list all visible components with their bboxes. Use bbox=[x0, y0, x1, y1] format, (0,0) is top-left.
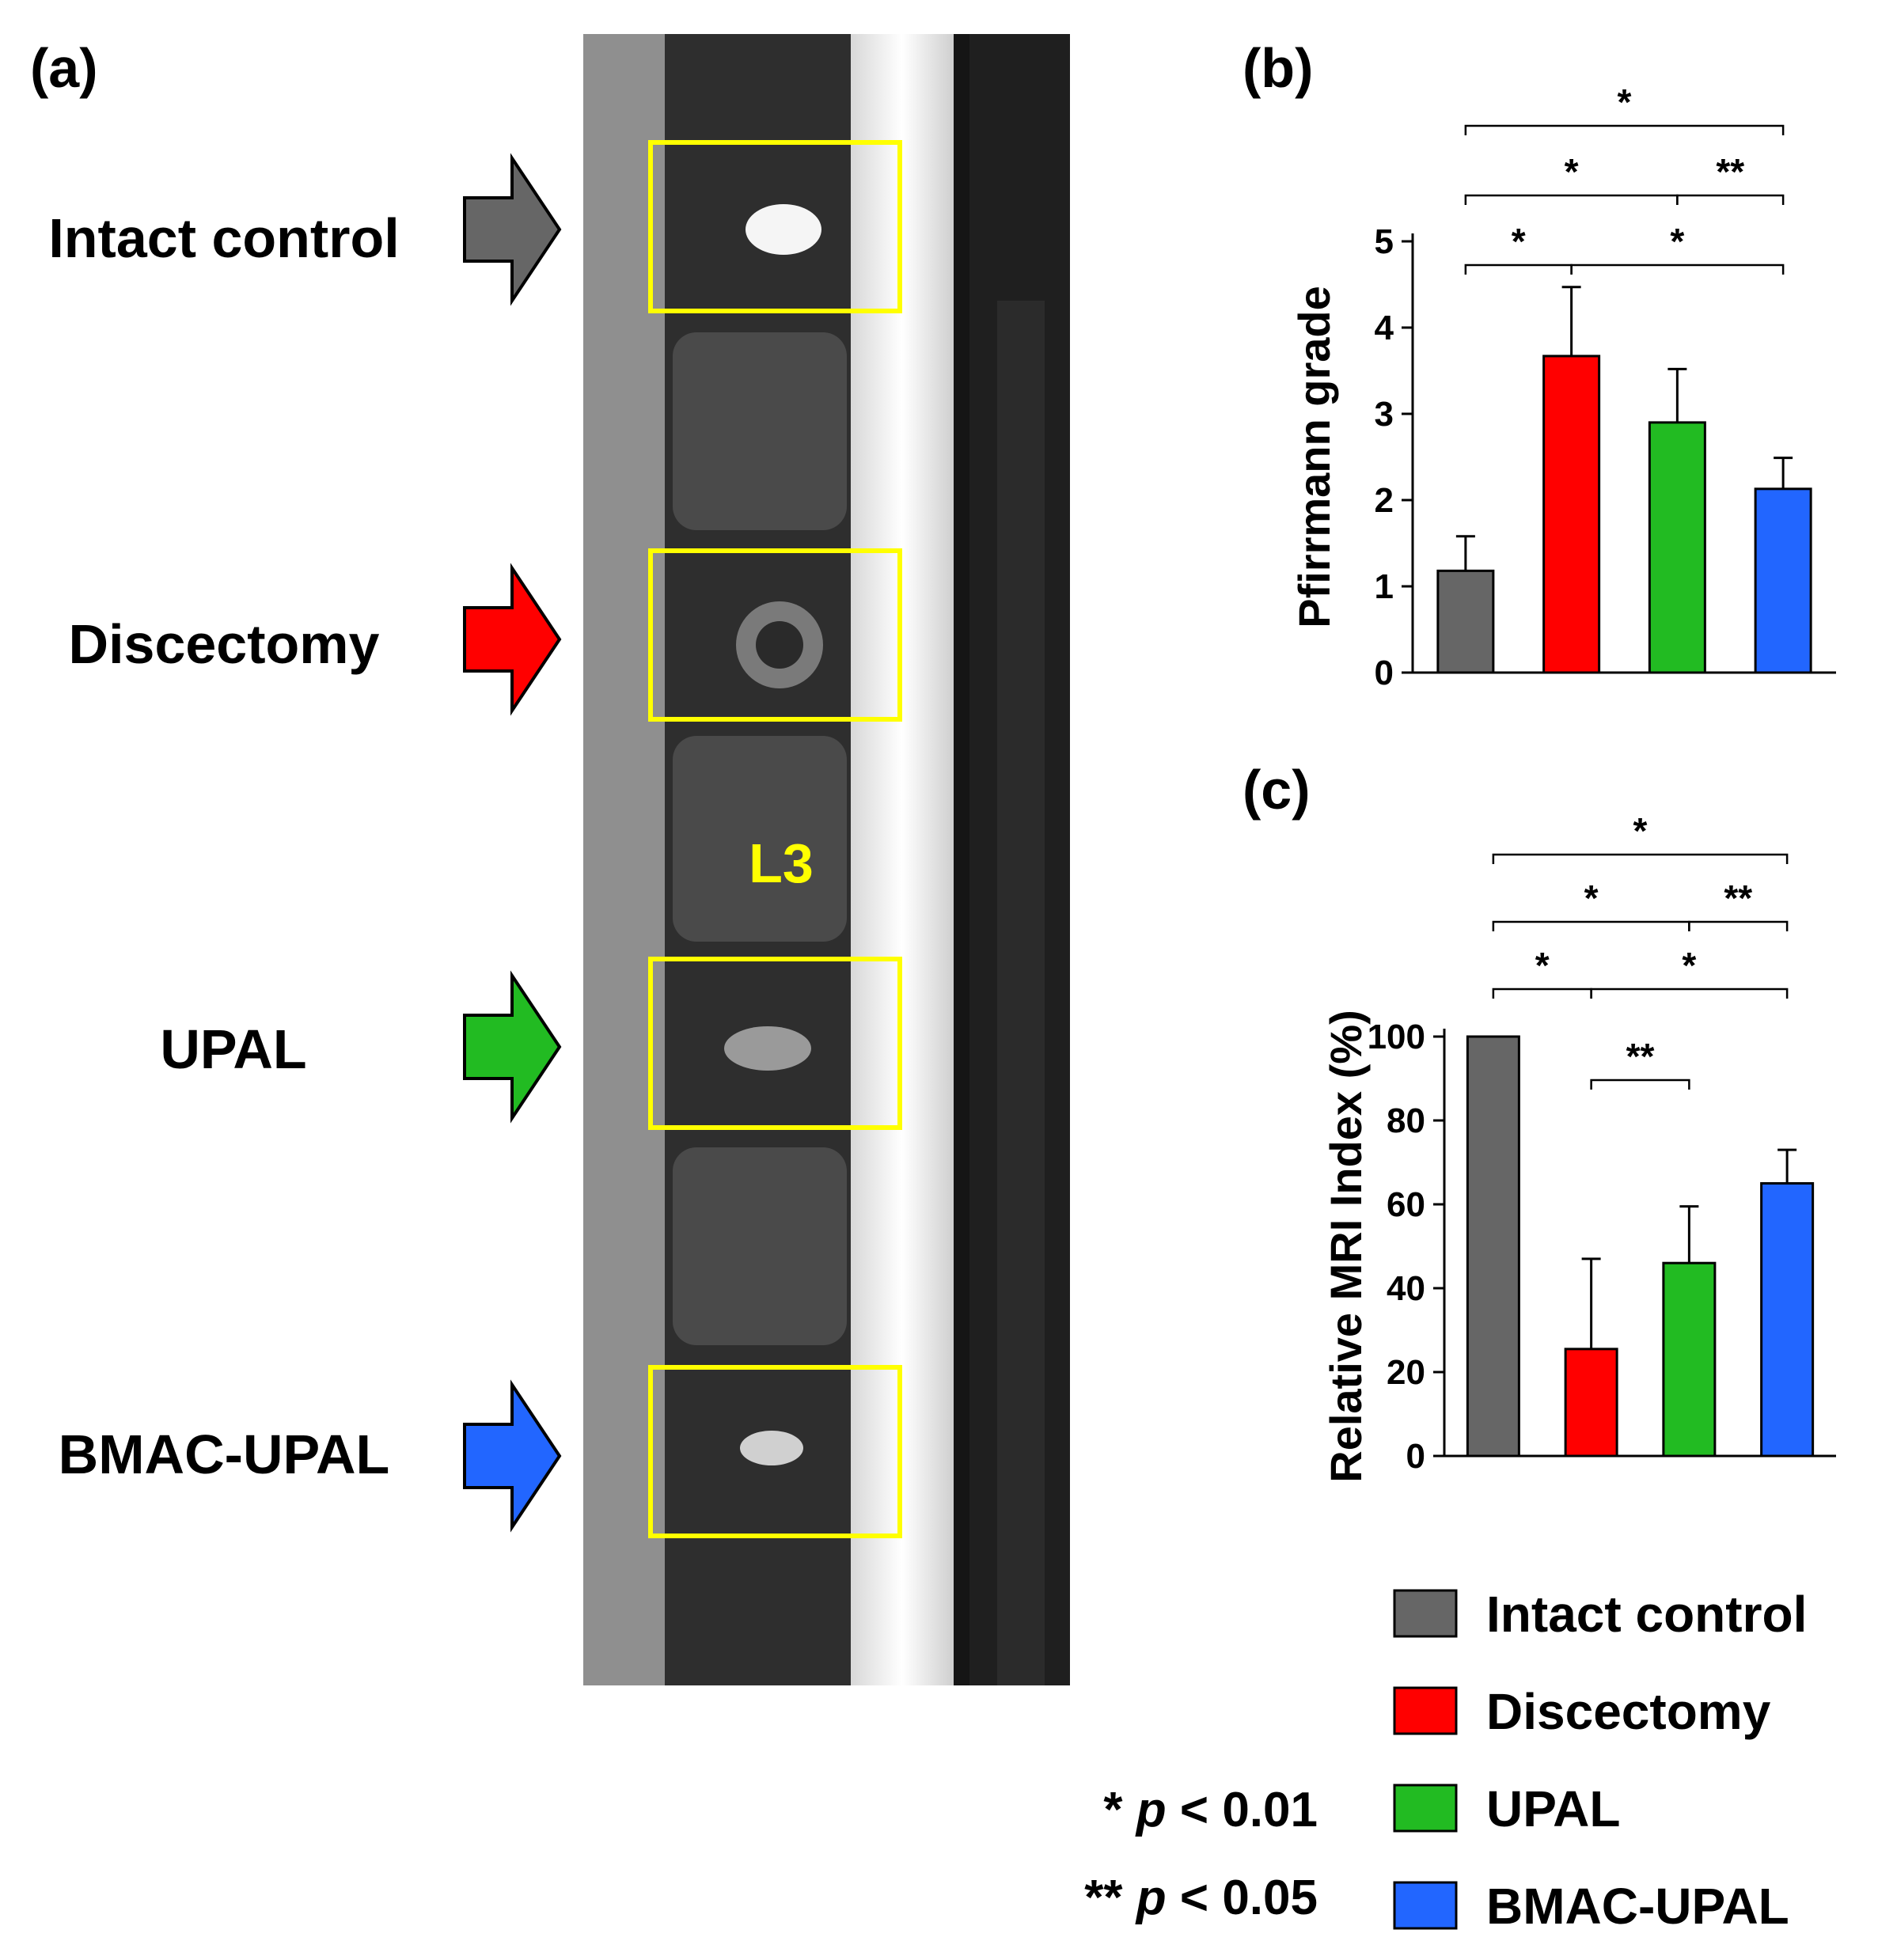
group-label-intact: Intact control bbox=[48, 207, 399, 269]
group-label-discectomy: Discectomy bbox=[69, 613, 380, 675]
chart-b-ytick-label: 2 bbox=[1375, 481, 1394, 520]
chart-c-sig-label-4: ** bbox=[1724, 878, 1752, 919]
pvalue-note-2-rest: < 0.05 bbox=[1180, 1871, 1318, 1925]
panel-b-label: (b) bbox=[1243, 37, 1313, 99]
chart-c-ytick-label: 0 bbox=[1406, 1437, 1425, 1476]
chart-c-y-axis-label: Relative MRI Index (%) bbox=[1321, 1010, 1371, 1482]
chart-c-ytick-label: 20 bbox=[1387, 1353, 1425, 1392]
chart-b-sig-label-3: ** bbox=[1716, 151, 1744, 192]
chart-c-bar-3 bbox=[1760, 1182, 1815, 1458]
vertebra-label-l3: L3 bbox=[749, 832, 814, 894]
chart-b-ytick-label: 0 bbox=[1375, 654, 1394, 692]
pvalue-note-2: ** p < 0.05 bbox=[1084, 1871, 1318, 1925]
chart-c-sig-label-0: ** bbox=[1626, 1036, 1655, 1077]
chart-b-ytick-label: 3 bbox=[1375, 395, 1394, 434]
pvalue-note-1-p: p bbox=[1135, 1783, 1167, 1837]
chart-c-ytick-label: 60 bbox=[1387, 1185, 1425, 1224]
chart-c-sig-bracket-5 bbox=[1492, 853, 1789, 864]
pvalue-notes: * p < 0.01 ** p < 0.05 bbox=[1084, 1783, 1318, 1925]
chart-b-bar-1 bbox=[1542, 354, 1601, 674]
chart-b-sig-bracket-0 bbox=[1464, 263, 1573, 275]
chart-b-y-axis-label: Pfirrmann grade bbox=[1289, 286, 1339, 628]
legend-swatch-0 bbox=[1393, 1589, 1458, 1638]
pvalue-note-1-stars: * bbox=[1103, 1783, 1123, 1837]
chart-c-sig-label-5: * bbox=[1633, 810, 1648, 851]
chart-c-sig-bracket-3 bbox=[1492, 920, 1690, 931]
pvalue-note-2-stars: ** bbox=[1084, 1871, 1123, 1925]
chart-c-ytick-label: 40 bbox=[1387, 1269, 1425, 1308]
chart-c-bar-2 bbox=[1662, 1261, 1717, 1458]
legend-label-3: BMAC-UPAL bbox=[1486, 1878, 1789, 1935]
group-arrows bbox=[463, 153, 562, 1533]
group-label-upal: UPAL bbox=[160, 1018, 306, 1080]
chart-b-sig-bracket-1 bbox=[1570, 263, 1785, 275]
panel-a-label: (a) bbox=[30, 37, 98, 99]
chart-c-bar-1 bbox=[1564, 1348, 1618, 1458]
arrow-bmac-upal bbox=[463, 1379, 562, 1533]
chart-c-bar-0 bbox=[1466, 1035, 1520, 1458]
chart-c-sig-label-3: * bbox=[1584, 878, 1599, 919]
chart-c-ytick-label: 80 bbox=[1387, 1101, 1425, 1140]
chart-b-ytick-label: 4 bbox=[1375, 309, 1394, 347]
legend-swatch-1 bbox=[1393, 1686, 1458, 1735]
mri-image: L3 bbox=[583, 34, 1070, 1685]
chart-c-sig-bracket-1 bbox=[1492, 988, 1592, 999]
legend-swatch-2 bbox=[1393, 1784, 1458, 1833]
arrow-upal bbox=[463, 970, 562, 1124]
legend-label-2: UPAL bbox=[1486, 1780, 1620, 1837]
legend-label-1: Discectomy bbox=[1486, 1683, 1771, 1740]
chart-c-ytick-label: 100 bbox=[1368, 1018, 1425, 1056]
chart-b-ytick-label: 5 bbox=[1375, 222, 1394, 261]
chart-b-sig-bracket-4 bbox=[1464, 124, 1785, 135]
disc-box-discectomy bbox=[648, 548, 902, 722]
disc-box-intact bbox=[648, 140, 902, 313]
legend-label-0: Intact control bbox=[1486, 1586, 1807, 1643]
chart-c-sig-label-1: * bbox=[1535, 945, 1550, 986]
chart-b-sig-bracket-2 bbox=[1464, 194, 1679, 205]
chart-c-sig-label-2: * bbox=[1682, 945, 1696, 986]
legend-swatch-3 bbox=[1393, 1881, 1458, 1930]
chart-b-sig-label-2: * bbox=[1565, 151, 1579, 192]
chart-b-ytick-label: 1 bbox=[1375, 567, 1394, 606]
group-label-bmac-upal: BMAC-UPAL bbox=[59, 1424, 390, 1485]
pvalue-note-1-rest: < 0.01 bbox=[1180, 1783, 1318, 1837]
chart-b-bar-2 bbox=[1648, 421, 1706, 674]
chart-b-sig-label-4: * bbox=[1618, 82, 1632, 123]
disc-box-bmac-upal bbox=[648, 1365, 902, 1538]
chart-b-bar-3 bbox=[1754, 487, 1812, 674]
pvalue-note-1: * p < 0.01 bbox=[1103, 1783, 1318, 1837]
panel-c-label: (c) bbox=[1243, 759, 1311, 821]
chart-c-sig-bracket-4 bbox=[1688, 920, 1789, 931]
chart-b-sig-label-0: * bbox=[1512, 221, 1526, 262]
disc-box-upal bbox=[648, 957, 902, 1130]
chart-c-sig-bracket-2 bbox=[1590, 988, 1789, 999]
pvalue-note-2-p: p bbox=[1135, 1871, 1167, 1925]
chart-c-sig-bracket-0 bbox=[1590, 1079, 1690, 1090]
chart-b-sig-label-1: * bbox=[1670, 221, 1684, 262]
arrow-discectomy bbox=[463, 563, 562, 716]
chart-b-sig-bracket-3 bbox=[1676, 194, 1785, 205]
arrow-intact bbox=[463, 153, 562, 306]
chart-b-bar-0 bbox=[1436, 569, 1495, 674]
